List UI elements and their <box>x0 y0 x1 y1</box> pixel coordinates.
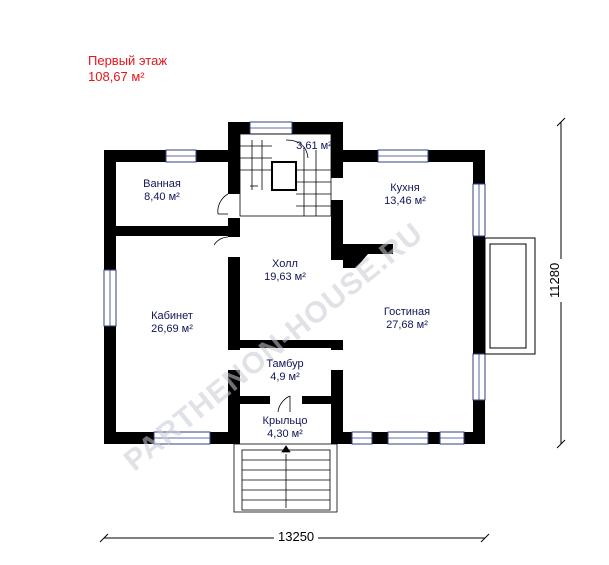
porch-stairs <box>233 443 338 513</box>
room-area: 27,68 м² <box>386 319 428 331</box>
room-vestibule: Тамбур 4,9 м² <box>266 358 303 384</box>
room-name: Тамбур <box>266 358 304 370</box>
room-area: 3,61 м² <box>296 140 332 152</box>
room-kitchen: Кухня 13,46 м² <box>384 182 426 208</box>
room-area: 4,9 м² <box>270 371 300 383</box>
room-area: 26,69 м² <box>151 323 193 335</box>
room-bathroom: Ванная 8,40 м² <box>143 178 181 204</box>
room-name: Ванная <box>143 178 181 190</box>
room-study: Кабинет 26,69 м² <box>151 310 193 336</box>
fireplace <box>343 246 384 268</box>
dimension-height: 11280 <box>547 258 562 302</box>
room-area: 19,63 м² <box>264 271 306 283</box>
window-sashes <box>109 127 480 439</box>
room-name: Крыльцо <box>262 415 308 427</box>
room-area: 13,46 м² <box>384 195 426 207</box>
room-name: Кабинет <box>151 310 193 322</box>
staircase <box>239 133 332 217</box>
room-area: 8,40 м² <box>144 191 180 203</box>
room-living: Гостиная 27,68 м² <box>384 306 430 332</box>
openings <box>228 178 343 444</box>
floor-title: Первый этаж <box>88 53 168 68</box>
room-area: 4,30 м² <box>267 428 303 440</box>
room-name: Гостиная <box>383 306 431 318</box>
room-stair: 3,61 м² <box>296 140 332 153</box>
room-hall: Холл 19,63 м² <box>264 258 306 284</box>
bay-window <box>484 237 536 355</box>
doors <box>213 193 291 413</box>
room-name: Холл <box>272 258 298 270</box>
room-porch: Крыльцо 4,30 м² <box>263 415 308 441</box>
floor-area: 108,67 м² <box>88 69 145 84</box>
dimension-width: 13250 <box>274 529 319 544</box>
room-name: Кухня <box>390 182 420 194</box>
